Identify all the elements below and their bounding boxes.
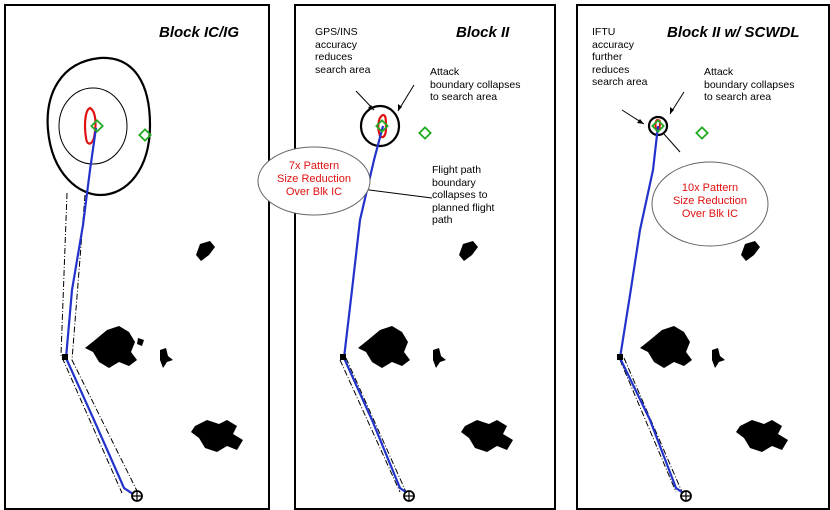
note-arrow [663, 133, 681, 153]
search-area-ellipse [58, 87, 128, 165]
target-diamond-icon [138, 128, 152, 142]
flight-path-boundary [619, 357, 683, 493]
note-accuracy: IFTU accuracy further reduces search are… [592, 26, 648, 88]
panel-title: Block IC/IG [159, 24, 240, 41]
panel-block-ii [294, 4, 556, 510]
callout-bubble [257, 146, 371, 216]
callout-text: 7x Pattern Size Reduction Over Blk IC [277, 160, 351, 198]
terrain-island [160, 348, 173, 368]
terrain-island [433, 348, 446, 368]
terrain-island [191, 420, 243, 452]
terrain-island [137, 338, 144, 346]
attack-boundary-circle [359, 104, 401, 148]
attack-boundary-outer [46, 56, 152, 197]
callout-bubble [651, 161, 769, 247]
panel-title: Block II w/ SCWDL [667, 24, 800, 41]
callout-text: 10x Pattern Size Reduction Over Blk IC [673, 182, 747, 220]
panel-3-graphics [617, 91, 788, 502]
terrain-island [712, 348, 725, 368]
target-diamond-icon [695, 126, 709, 140]
target-diamond-icon [90, 119, 104, 133]
terrain-island [461, 420, 513, 452]
flight-path-line [618, 125, 687, 496]
terrain-island [358, 326, 410, 368]
panel-title: Block II [456, 24, 510, 41]
waypoint-icon [340, 354, 346, 360]
terrain-island [85, 326, 137, 368]
panel-block-ii-scwdl [576, 4, 830, 510]
note-attack-boundary: Attack boundary collapses to search area [704, 66, 795, 103]
panel-2-graphics [257, 84, 513, 502]
waypoint-icon [62, 354, 68, 360]
flight-path-line [342, 125, 411, 496]
target-diamond-icon [375, 119, 389, 133]
terrain-island [459, 241, 478, 261]
terrain-island [736, 420, 788, 452]
terrain-island [741, 241, 760, 261]
note-attack-boundary: Attack boundary collapses to search area [430, 66, 521, 103]
waypoint-icon [617, 354, 623, 360]
panel-1-graphics [46, 56, 243, 502]
terrain-island [196, 241, 215, 261]
note-flight-path: Flight path boundary collapses to planne… [432, 164, 495, 226]
flight-path-line [64, 127, 137, 497]
target-diamond-icon [418, 126, 432, 140]
flight-path-boundary [60, 192, 139, 494]
target-diamond-icon [651, 119, 665, 133]
flight-path-boundary [339, 357, 407, 493]
note-accuracy: GPS/INS accuracy reduces search area [315, 26, 371, 76]
terrain-island [640, 326, 692, 368]
